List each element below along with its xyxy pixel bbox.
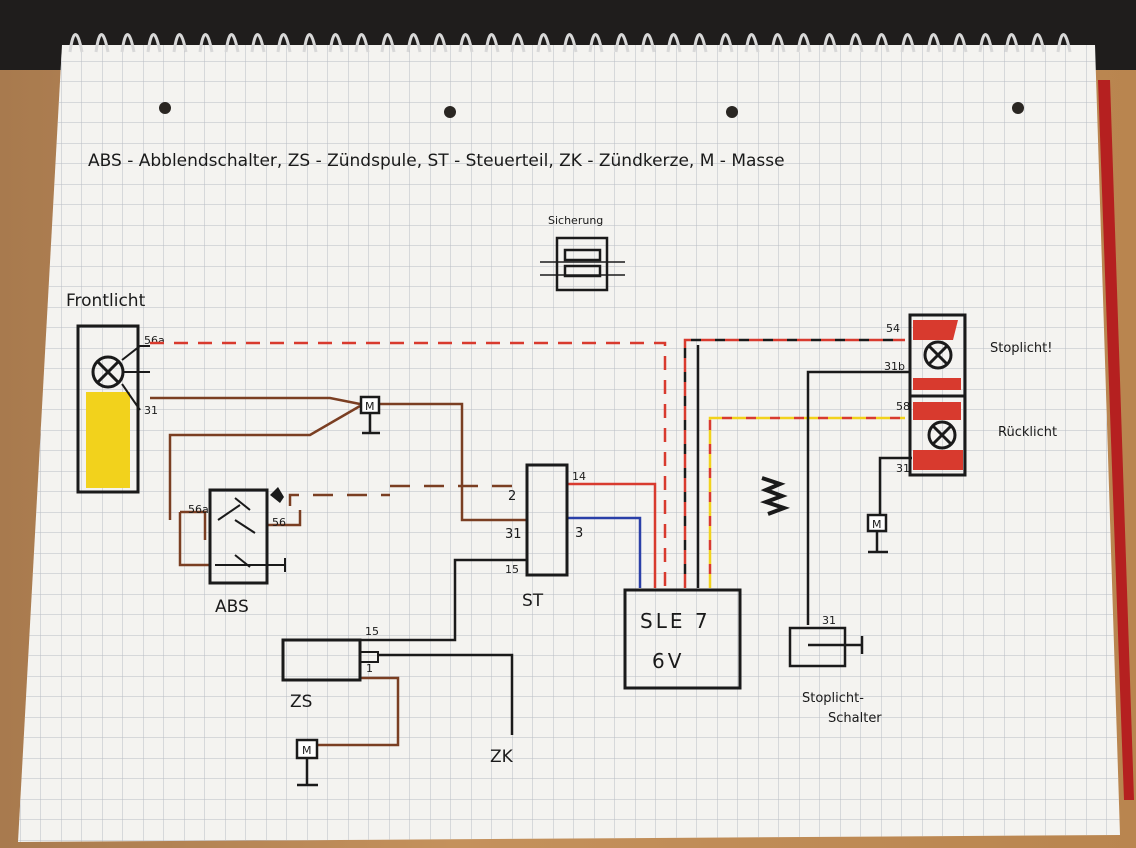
wire-brown-zs1	[318, 676, 400, 747]
ground-symbol-1: M	[359, 395, 381, 435]
abs-label: ABS	[215, 597, 249, 617]
st-pin-3: 3	[575, 526, 583, 541]
sle7-box	[623, 588, 742, 690]
wire-red-14	[567, 482, 657, 588]
zs-terminal	[359, 651, 379, 663]
wire-brown-st31	[380, 402, 527, 522]
wires	[150, 338, 912, 747]
fuse-symbol	[540, 236, 625, 292]
stop-switch-pin-31: 31	[822, 614, 836, 627]
abs-pin-56a: 56a	[188, 503, 209, 516]
ink-blot	[270, 487, 284, 503]
front-light-symbol	[76, 324, 150, 494]
wire-blue-3	[567, 516, 642, 588]
rear-light-unit	[908, 313, 967, 477]
st-box	[525, 463, 569, 577]
st-pin-14: 14	[572, 470, 586, 483]
st-pin-2: 2	[508, 489, 516, 504]
abs-pin-56: 56	[272, 516, 286, 529]
abs-switch	[208, 488, 286, 585]
zk-label: ZK	[490, 747, 514, 767]
ground-label: M	[302, 744, 312, 757]
wire-brown-31	[150, 396, 361, 520]
sle7-label: SLE 7	[640, 609, 711, 633]
rear-pin-54: 54	[886, 322, 900, 335]
fuse-label: Sicherung	[548, 214, 603, 227]
ground-symbol-2: M	[866, 513, 888, 554]
wire-red-dashed-56a	[150, 341, 667, 588]
wire-black-31b	[806, 370, 910, 625]
stop-light-label: Stoplicht!	[990, 341, 1052, 356]
st-label: ST	[522, 591, 544, 611]
wire-yellow-58	[708, 416, 905, 588]
wire-black-15	[360, 558, 527, 642]
ground-symbol-3: M	[295, 738, 319, 787]
stop-light-switch	[788, 626, 864, 668]
front-light-label: Frontlicht	[66, 291, 146, 311]
legend-text: ABS - Abblendschalter, ZS - Zündspule, S…	[88, 151, 785, 171]
ground-label: M	[872, 518, 882, 531]
rear-pin-31: 31	[896, 462, 910, 475]
notebook-red-edge	[1098, 80, 1134, 800]
sle7-voltage: 6V	[652, 649, 684, 673]
stop-switch-label-2: Schalter	[828, 711, 882, 726]
rear-pin-31b: 31b	[884, 360, 905, 373]
st-pin-31: 31	[505, 527, 522, 542]
zs-pin-1: 1	[366, 662, 373, 675]
rear-pin-58: 58	[896, 400, 910, 413]
tail-lamp-icon	[927, 420, 957, 450]
zs-label: ZS	[290, 692, 312, 712]
front-pin-56a: 56a	[144, 334, 165, 347]
spiral-binding	[68, 33, 1072, 53]
wire-brown-dashed-2	[288, 484, 527, 506]
tail-light-label: Rücklicht	[998, 425, 1057, 440]
punch-holes	[159, 102, 1024, 118]
stop-lamp-icon	[923, 340, 953, 370]
wire-red-dashed-54	[683, 338, 905, 588]
stop-switch-label-1: Stoplicht-	[802, 691, 864, 706]
wire-black-31	[878, 456, 912, 515]
ground-label: M	[365, 400, 375, 413]
zs-pin-15: 15	[365, 625, 379, 638]
front-pin-31: 31	[144, 404, 158, 417]
ink-scribble	[760, 476, 790, 516]
wire-black-zk	[378, 653, 514, 735]
st-pin-15: 15	[505, 563, 519, 576]
